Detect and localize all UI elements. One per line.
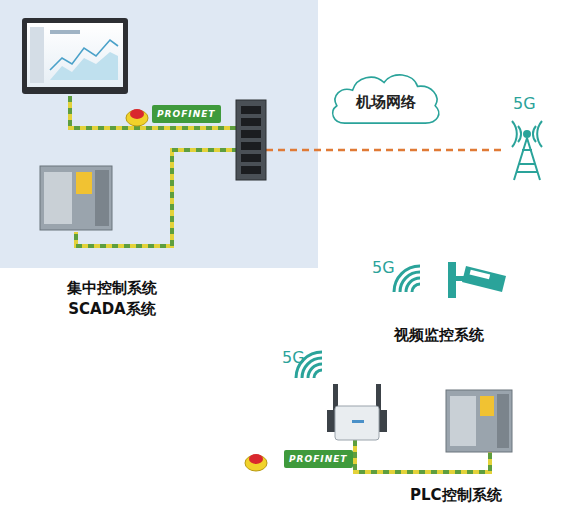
network-cloud: 机场网络 <box>327 69 445 127</box>
plc-controller <box>446 390 512 452</box>
emergency-stop <box>126 109 148 126</box>
plc-controller <box>40 166 112 230</box>
cloud-text-wrap: 机场网络 <box>356 93 416 112</box>
panel-ground <box>0 0 318 268</box>
profinet-logo: PROFINET <box>284 450 353 468</box>
hmi-monitor <box>22 18 128 94</box>
system-caption: PLC控制系统 <box>410 486 502 505</box>
network-switch <box>236 100 266 180</box>
system-heading: 集中控制系统 SCADA系统 <box>52 278 172 320</box>
5g-label: 5G <box>513 94 536 113</box>
video-camera <box>394 262 506 298</box>
5g-tower <box>512 121 542 180</box>
cloud-shape <box>333 75 439 123</box>
5g-router <box>296 352 387 440</box>
cloud-label: 机场网络 <box>356 93 416 112</box>
system-panel: 集中控制系统 SCADA系统 <box>0 0 318 268</box>
5g-label: 5G <box>282 348 305 367</box>
network-line <box>266 149 505 152</box>
5g-label: 5G <box>372 258 395 277</box>
profinet-logo: PROFINET <box>152 105 221 123</box>
system-caption: 视频监控系统 <box>394 326 484 345</box>
emergency-stop <box>245 454 267 471</box>
